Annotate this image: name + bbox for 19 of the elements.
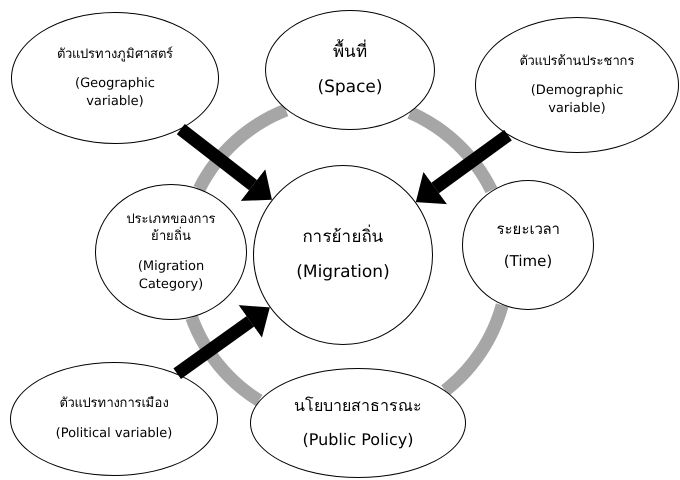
node-text: พื้นที่: [333, 41, 367, 64]
ring-connector: [407, 106, 498, 194]
node-text: (Space): [317, 76, 383, 99]
node-text: (Time): [504, 251, 552, 272]
node-text: (Geographic variable): [74, 75, 156, 110]
node-text: การย้ายถิ่น: [302, 226, 384, 249]
ring-connector: [440, 302, 508, 396]
node-text: ตัวแปรทางภูมิศาสตร์: [57, 46, 173, 64]
node-text: (Political variable): [56, 425, 172, 443]
node-text: (Demographic variable): [530, 82, 624, 118]
ring-connector: [186, 315, 263, 406]
node-text: (Migration): [296, 261, 390, 284]
node-text: ระยะเวลา: [496, 218, 560, 239]
node-text: (Public Policy): [302, 429, 414, 451]
node-text: นโยบายสาธารณะ: [294, 395, 422, 417]
node-text: ประเภทของการย้ายถิ่น: [126, 210, 216, 246]
node-text: (Migration Category): [136, 258, 206, 294]
node-text: ตัวแปรด้านประชากร: [520, 52, 634, 70]
node-text: ตัวแปรทางการเมือง: [60, 395, 168, 413]
